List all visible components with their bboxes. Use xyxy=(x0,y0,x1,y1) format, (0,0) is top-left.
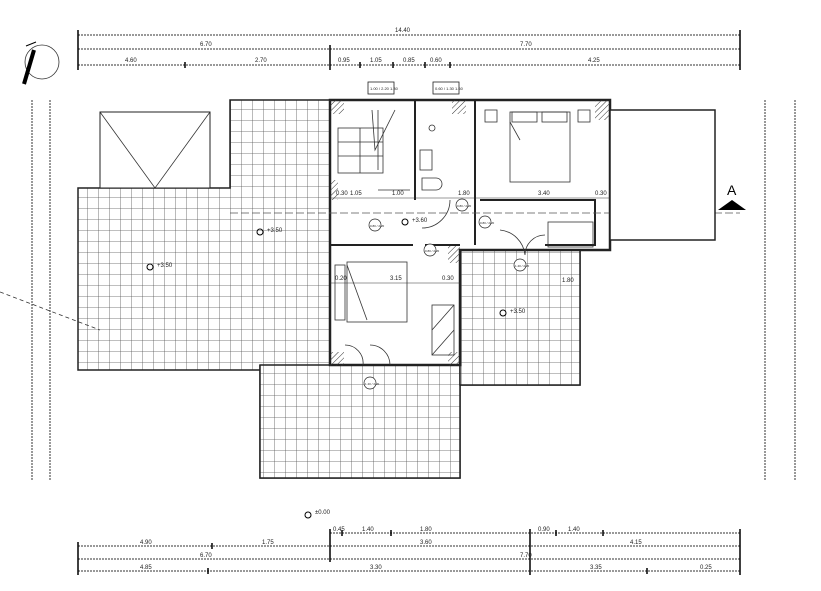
dim-label: 1.80 xyxy=(458,191,470,197)
dim-label: 2.70 xyxy=(255,58,267,64)
dim-label: 4.25 xyxy=(588,58,600,64)
door-tag-label: 0.80 / 2.20 xyxy=(457,204,472,208)
level-label: +3.60 xyxy=(412,218,428,224)
dim-label: 1.00 xyxy=(392,191,404,197)
dim-label: 4.85 xyxy=(140,565,152,571)
staircase xyxy=(337,109,410,191)
door-tag-label: 0.80 / 2.20 xyxy=(370,224,385,228)
dim-label: 1.40 xyxy=(568,527,580,533)
door-tag-label: 0.80 / 2.20 xyxy=(480,221,495,225)
dim-label: 4.15 xyxy=(630,540,642,546)
bottom-terrace xyxy=(259,364,461,479)
bathroom xyxy=(414,100,476,245)
dim-label: 6.70 xyxy=(200,42,212,48)
top-dimensions: 14.40 6.70 7.70 4.60 2.70 0.95 1.05 0.85… xyxy=(77,28,741,70)
dim-label: 7.70 xyxy=(520,553,532,559)
level-label: +3.50 xyxy=(510,309,526,315)
dim-label: 0.95 xyxy=(338,58,350,64)
north-arrow-icon xyxy=(22,41,60,85)
dim-label: 3.30 xyxy=(370,565,382,571)
level-label: ±0.00 xyxy=(315,510,331,516)
side-dimensions xyxy=(31,100,796,480)
door-tag-label: 1.40 / 2.20 xyxy=(365,382,380,386)
level-label: +3.50 xyxy=(157,263,173,269)
window-tags: 1.00 / 2.20 1.30 0.60 / 1.30 1.60 xyxy=(367,81,464,95)
dim-label: 1.75 xyxy=(262,540,274,546)
dim-label: 3.60 xyxy=(420,540,432,546)
window-tag-label: 1.00 / 2.20 1.30 xyxy=(370,86,399,91)
master-bedroom xyxy=(480,109,596,248)
dim-label: 0.20 xyxy=(335,276,347,282)
dim-label: 7.70 xyxy=(520,42,532,48)
dim-label: 1.05 xyxy=(350,191,362,197)
dim-overall: 14.40 xyxy=(395,28,411,34)
dim-label: 0.30 xyxy=(442,276,454,282)
dim-label: 3.35 xyxy=(590,565,602,571)
room-dimensions: 0.30 1.05 1.00 1.80 3.40 0.30 0.20 3.15 … xyxy=(330,191,610,284)
bottom-dimensions: 0.45 1.40 1.80 0.90 1.40 4.90 1.75 3.60 … xyxy=(77,527,741,575)
dim-label: 1.05 xyxy=(370,58,382,64)
dim-label: 4.90 xyxy=(140,540,152,546)
dim-label: 0.45 xyxy=(333,527,345,533)
dim-label: 0.30 xyxy=(595,191,607,197)
second-bedroom xyxy=(330,244,460,366)
section-marker: A xyxy=(718,182,746,210)
window-tag-label: 0.60 / 1.30 1.60 xyxy=(435,86,464,91)
skylight xyxy=(99,111,211,189)
section-label: A xyxy=(727,182,737,198)
dim-label: 1.80 xyxy=(562,278,574,284)
right-terrace xyxy=(459,249,581,386)
dim-label: 0.90 xyxy=(538,527,550,533)
dim-label: 1.40 xyxy=(362,527,374,533)
dim-label: 0.30 xyxy=(336,191,348,197)
dim-label: 4.60 xyxy=(125,58,137,64)
door-tags: 0.80 / 2.20 0.80 / 2.20 0.80 / 2.20 0.80… xyxy=(363,198,530,390)
dim-label: 3.40 xyxy=(538,191,550,197)
upper-floor-rooms xyxy=(230,98,740,367)
right-balcony xyxy=(609,109,716,241)
dim-label: 0.60 xyxy=(430,58,442,64)
door-tag-label: 0.80 / 2.20 xyxy=(425,249,440,253)
dim-label: 6.70 xyxy=(200,553,212,559)
dim-label: 0.85 xyxy=(403,58,415,64)
dim-label: 1.80 xyxy=(420,527,432,533)
level-markers: +3.50 +3.50 +3.60 +3.50 ±0.00 xyxy=(146,218,526,519)
dim-label: 3.15 xyxy=(390,276,402,282)
door-tag-label: 1.40 / 2.20 xyxy=(515,264,530,268)
level-label: +3.50 xyxy=(267,228,283,234)
dim-label: 0.25 xyxy=(700,565,712,571)
